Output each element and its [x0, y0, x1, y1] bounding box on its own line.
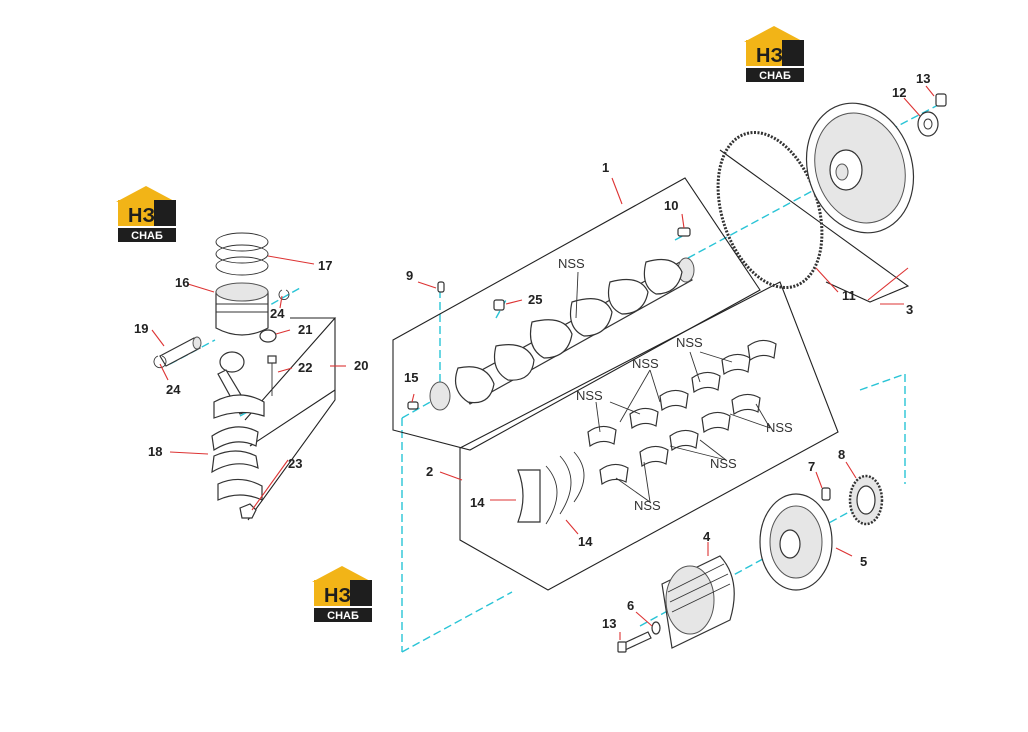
- callout-23: 23: [288, 456, 302, 471]
- nss-pointers: [575, 271, 771, 503]
- callout-14-left: 14: [470, 495, 485, 510]
- callout-20: 20: [354, 358, 368, 373]
- callout-10: 10: [664, 198, 678, 213]
- rod-bearing: [211, 426, 259, 474]
- callout-17: 17: [318, 258, 332, 273]
- callout-22: 22: [298, 360, 312, 375]
- callout-4: 4: [703, 529, 711, 544]
- callout-13-top: 13: [916, 71, 930, 86]
- crank-pulley: [661, 555, 735, 649]
- nss-label: NSS: [558, 256, 585, 271]
- logo-mark: НЗ: [128, 205, 155, 227]
- pulley-bolt: [617, 631, 652, 653]
- logo-bottom: НЗ СНАБ: [312, 566, 372, 622]
- piston-pin: [159, 336, 202, 367]
- gear-key: [821, 487, 831, 501]
- crankshaft: [429, 257, 695, 411]
- callout-21: 21: [298, 322, 312, 337]
- callout-8: 8: [838, 447, 845, 462]
- logo-left: НЗ СНАБ: [116, 186, 176, 242]
- callout-19: 19: [134, 321, 148, 336]
- connecting-rod: [213, 351, 265, 419]
- logo-word: СНАБ: [759, 70, 791, 82]
- nss-label: NSS: [576, 388, 603, 403]
- nss-label: NSS: [710, 456, 737, 471]
- pulley-washer: [651, 621, 661, 635]
- logo-top-right: НЗ СНАБ: [744, 26, 804, 82]
- nss-label: NSS: [634, 498, 661, 513]
- rod-cap: [217, 478, 263, 519]
- callout-3: 3: [906, 302, 913, 317]
- callouts: 1 2 3 4 5 6 7 8 9 10 11 12 13 13 14 14 1…: [134, 71, 930, 631]
- logo-word: СНАБ: [327, 610, 359, 622]
- bushing: [259, 329, 277, 343]
- callout-25: 25: [528, 292, 542, 307]
- callout-5: 5: [860, 554, 867, 569]
- pilot-bearing: [677, 227, 691, 237]
- oil-thrower: [759, 493, 833, 591]
- plug: [493, 299, 505, 311]
- flywheel-washer: [917, 111, 939, 137]
- rod-bolt: [267, 355, 277, 396]
- dowel-pin: [407, 281, 445, 410]
- callout-24-bottom: 24: [166, 382, 181, 397]
- callout-6: 6: [627, 598, 634, 613]
- callout-12: 12: [892, 85, 906, 100]
- nss-labels: NSS NSS NSS NSS NSS NSS NSS: [558, 256, 793, 513]
- callout-16: 16: [175, 275, 189, 290]
- logo-word: СНАБ: [131, 230, 163, 242]
- callout-7: 7: [808, 459, 815, 474]
- callout-15: 15: [404, 370, 418, 385]
- nss-label: NSS: [632, 356, 659, 371]
- callout-14-right: 14: [578, 534, 593, 549]
- callout-2: 2: [426, 464, 433, 479]
- flywheel: [805, 102, 915, 234]
- piston-rings: [215, 232, 269, 276]
- main-bearings: [587, 339, 777, 486]
- piston: [215, 282, 269, 336]
- callout-24-top: 24: [270, 306, 285, 321]
- snap-ring: [153, 289, 290, 369]
- callout-13-bottom: 13: [602, 616, 616, 631]
- crank-gear: [848, 474, 884, 526]
- callout-11: 11: [842, 288, 856, 303]
- logo-mark: НЗ: [324, 585, 351, 607]
- group-frames: [244, 149, 910, 591]
- flywheel-bolt: [935, 93, 947, 107]
- callout-1: 1: [602, 160, 609, 175]
- logo-mark: НЗ: [756, 45, 783, 67]
- nss-label: NSS: [676, 335, 703, 350]
- callout-9: 9: [406, 268, 413, 283]
- callout-18: 18: [148, 444, 162, 459]
- leader-lines: [151, 85, 935, 640]
- nss-label: NSS: [766, 420, 793, 435]
- thrust-washers: [517, 451, 585, 525]
